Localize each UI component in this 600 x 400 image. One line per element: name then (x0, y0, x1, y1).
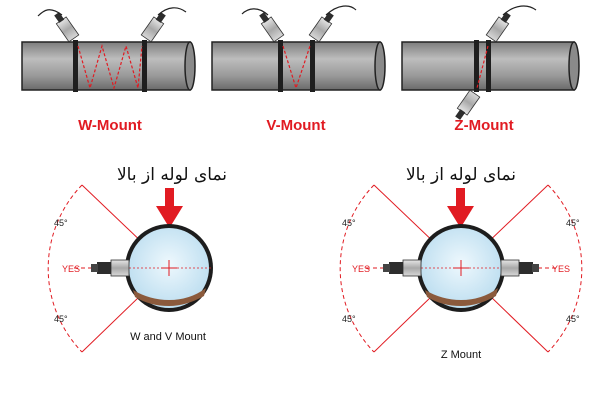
v-mount-pipe (211, 5, 386, 92)
v-mount-label: V-Mount (266, 117, 325, 134)
pipe-end (184, 41, 196, 91)
z-top-view: نمای لوله از بالا 45° 45° 45° 45° YES YE… (339, 165, 583, 361)
transducer-left-side (383, 259, 422, 277)
mount-clamp (474, 40, 479, 92)
z-arrow-label: نمای لوله از بالا (406, 165, 516, 185)
angle-arc (47, 184, 83, 353)
transducer-cable (325, 5, 357, 16)
transducer-cable (241, 8, 269, 16)
yes-right-label: YES (552, 264, 570, 274)
wv-top-view: نمای لوله از بالا 45° 45° YES W and V Mo… (47, 165, 227, 353)
z-mount-label: Z-Mount (454, 117, 513, 134)
angle-upper-right-label: 45° (566, 218, 580, 228)
mount-clamp (278, 40, 283, 92)
mount-clamp (73, 40, 78, 92)
down-arrow-icon (156, 188, 183, 228)
yes-left-label: YES (352, 264, 370, 274)
transducer-side (91, 259, 130, 277)
transducer-cable (157, 7, 187, 16)
wv-arrow-label: نمای لوله از بالا (117, 165, 227, 185)
mount-clamp (142, 40, 147, 92)
pipe-end (374, 41, 386, 91)
angle-upper-label: 45° (54, 218, 68, 228)
transducer-bottom (455, 89, 481, 120)
transducer-cable (37, 9, 63, 17)
z-mount-pipe (401, 5, 580, 120)
angle-arc (339, 184, 375, 353)
w-signal-path (77, 43, 143, 91)
pipe-cross-section-icon (417, 224, 505, 312)
pipe-body (21, 41, 191, 91)
transducer-left (54, 12, 80, 43)
angle-lower-label: 45° (54, 314, 68, 324)
transducer-right (308, 12, 334, 43)
mount-clamp (486, 40, 491, 92)
mount-clamp (310, 40, 315, 92)
z-caption: Z Mount (441, 349, 481, 361)
pipe-cross-section-icon (125, 224, 213, 312)
angle-lower-left-label: 45° (342, 314, 356, 324)
transducer-top (485, 12, 511, 43)
w-mount-label: W-Mount (78, 117, 142, 134)
yes-label: YES (62, 264, 80, 274)
z-signal-path (476, 45, 489, 89)
transducer-right (140, 12, 166, 43)
angle-upper-left-label: 45° (342, 218, 356, 228)
transducer-cable (502, 5, 537, 16)
wv-caption: W and V Mount (130, 331, 206, 343)
w-mount-pipe (21, 7, 196, 92)
angle-arc (547, 184, 583, 353)
pipe-end (568, 41, 580, 91)
transducer-right-side (500, 259, 539, 277)
pipe-body (211, 41, 381, 91)
down-arrow-icon (447, 188, 474, 228)
transducer-left (259, 12, 285, 43)
angle-lower-right-label: 45° (566, 314, 580, 324)
